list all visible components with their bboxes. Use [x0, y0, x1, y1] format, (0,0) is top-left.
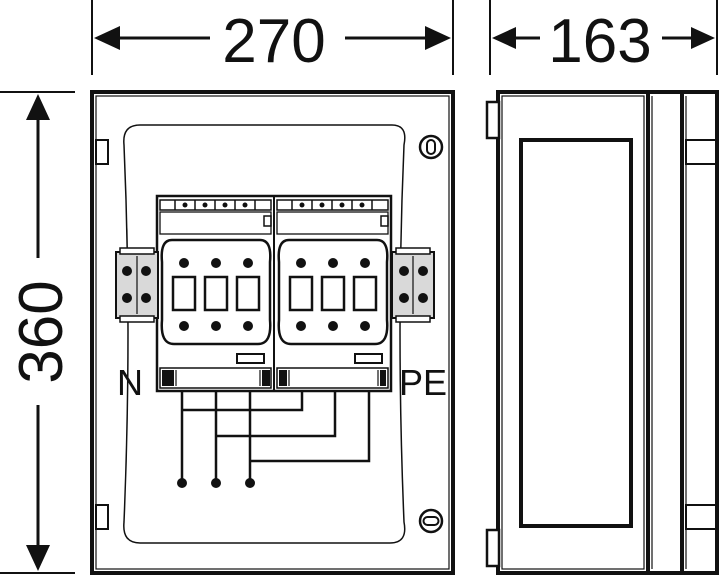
neutral-terminal-block	[115, 247, 159, 323]
screw-bottom-right	[418, 508, 444, 534]
side-clip-bottom	[685, 504, 718, 530]
width-dimension	[91, 0, 454, 75]
front-inner-frame	[95, 95, 450, 570]
front-hinge-bottom	[95, 504, 109, 530]
surge-protector-module	[155, 194, 393, 393]
width-arrow-right	[425, 26, 451, 50]
side-hinge-bottom	[485, 528, 501, 568]
screw-top-right	[418, 134, 444, 160]
side-inner-frame	[501, 95, 645, 570]
front-window	[123, 124, 406, 544]
wire-terminals	[177, 478, 255, 488]
spd-left-block	[160, 238, 272, 346]
depth-arrow-right	[691, 27, 715, 49]
side-view	[485, 90, 719, 575]
spd-right-block	[277, 238, 389, 346]
width-value: 270	[222, 7, 325, 76]
depth-dimension	[489, 0, 718, 75]
side-hinge-top	[485, 100, 501, 140]
height-value: 360	[7, 280, 76, 383]
side-enclosure-outline	[496, 90, 719, 575]
wiring	[180, 391, 371, 482]
width-arrow-left	[94, 26, 120, 50]
depth-value: 163	[548, 7, 651, 76]
pe-terminal-block	[391, 247, 435, 323]
depth-arrow-left	[492, 27, 516, 49]
height-dimension	[0, 91, 75, 574]
height-arrow-top	[26, 94, 50, 120]
front-hinge-top	[95, 139, 109, 165]
side-clip-top	[685, 139, 718, 165]
pe-label: PE	[399, 362, 447, 403]
neutral-label: N	[117, 362, 143, 403]
height-arrow-bottom	[26, 545, 50, 571]
front-view	[90, 90, 455, 575]
side-window	[519, 138, 633, 528]
